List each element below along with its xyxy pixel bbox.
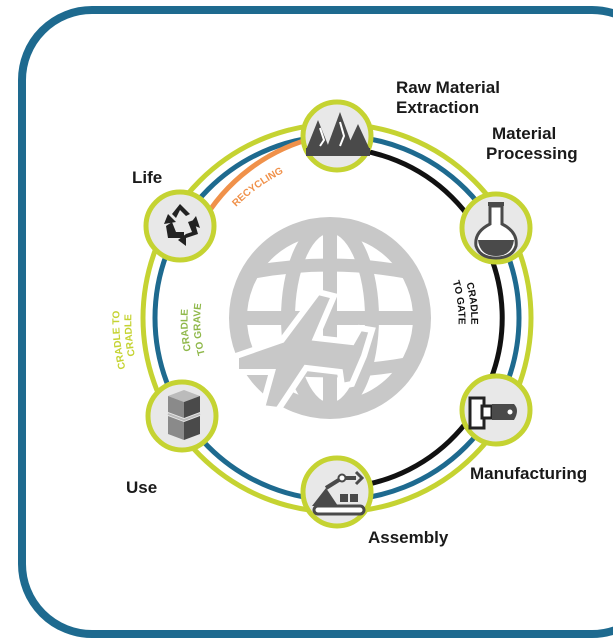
molding-machine-icon: [468, 396, 517, 430]
node-life: [143, 189, 217, 263]
label-raw-material-line1: Raw Material: [396, 78, 500, 97]
airplane-shape: [233, 288, 376, 414]
label-life: Life: [132, 168, 163, 187]
label-raw-material-extraction: Raw Material Extraction: [396, 78, 500, 118]
cradle-to-grave-label-1: CRADLE: [179, 308, 193, 352]
label-raw-material-line2: Extraction: [396, 98, 480, 117]
label-assembly: Assembly: [368, 528, 449, 547]
label-material-processing-line1: Material: [492, 124, 557, 143]
label-manufacturing: Manufacturing: [470, 464, 588, 483]
cradle-to-cradle-label-2: CRADLE: [123, 314, 138, 357]
mountain-pine-icon: [306, 112, 370, 156]
boxes-icon: [167, 390, 201, 440]
globe-airplane-icon: [229, 217, 431, 419]
label-material-processing: Material Processing: [486, 124, 578, 164]
node-use: [145, 379, 219, 453]
node-assembly: [300, 455, 374, 529]
robot-arm-icon: [312, 470, 366, 516]
node-material-processing: [459, 191, 533, 265]
label-material-processing-line2: Processing: [486, 144, 578, 163]
label-use: Use: [126, 478, 158, 497]
flask-icon: [474, 202, 518, 260]
recycling-label: RECYCLING: [230, 165, 285, 209]
cradle-to-grave-label-2: TO GRAVE: [192, 302, 208, 356]
inner-ring-cradle-to-gate: [336, 145, 505, 490]
node-manufacturing: [459, 373, 533, 447]
outer-frame: [18, 6, 613, 638]
node-raw-material-extraction: [300, 99, 374, 173]
recycle-icon: [164, 204, 200, 246]
